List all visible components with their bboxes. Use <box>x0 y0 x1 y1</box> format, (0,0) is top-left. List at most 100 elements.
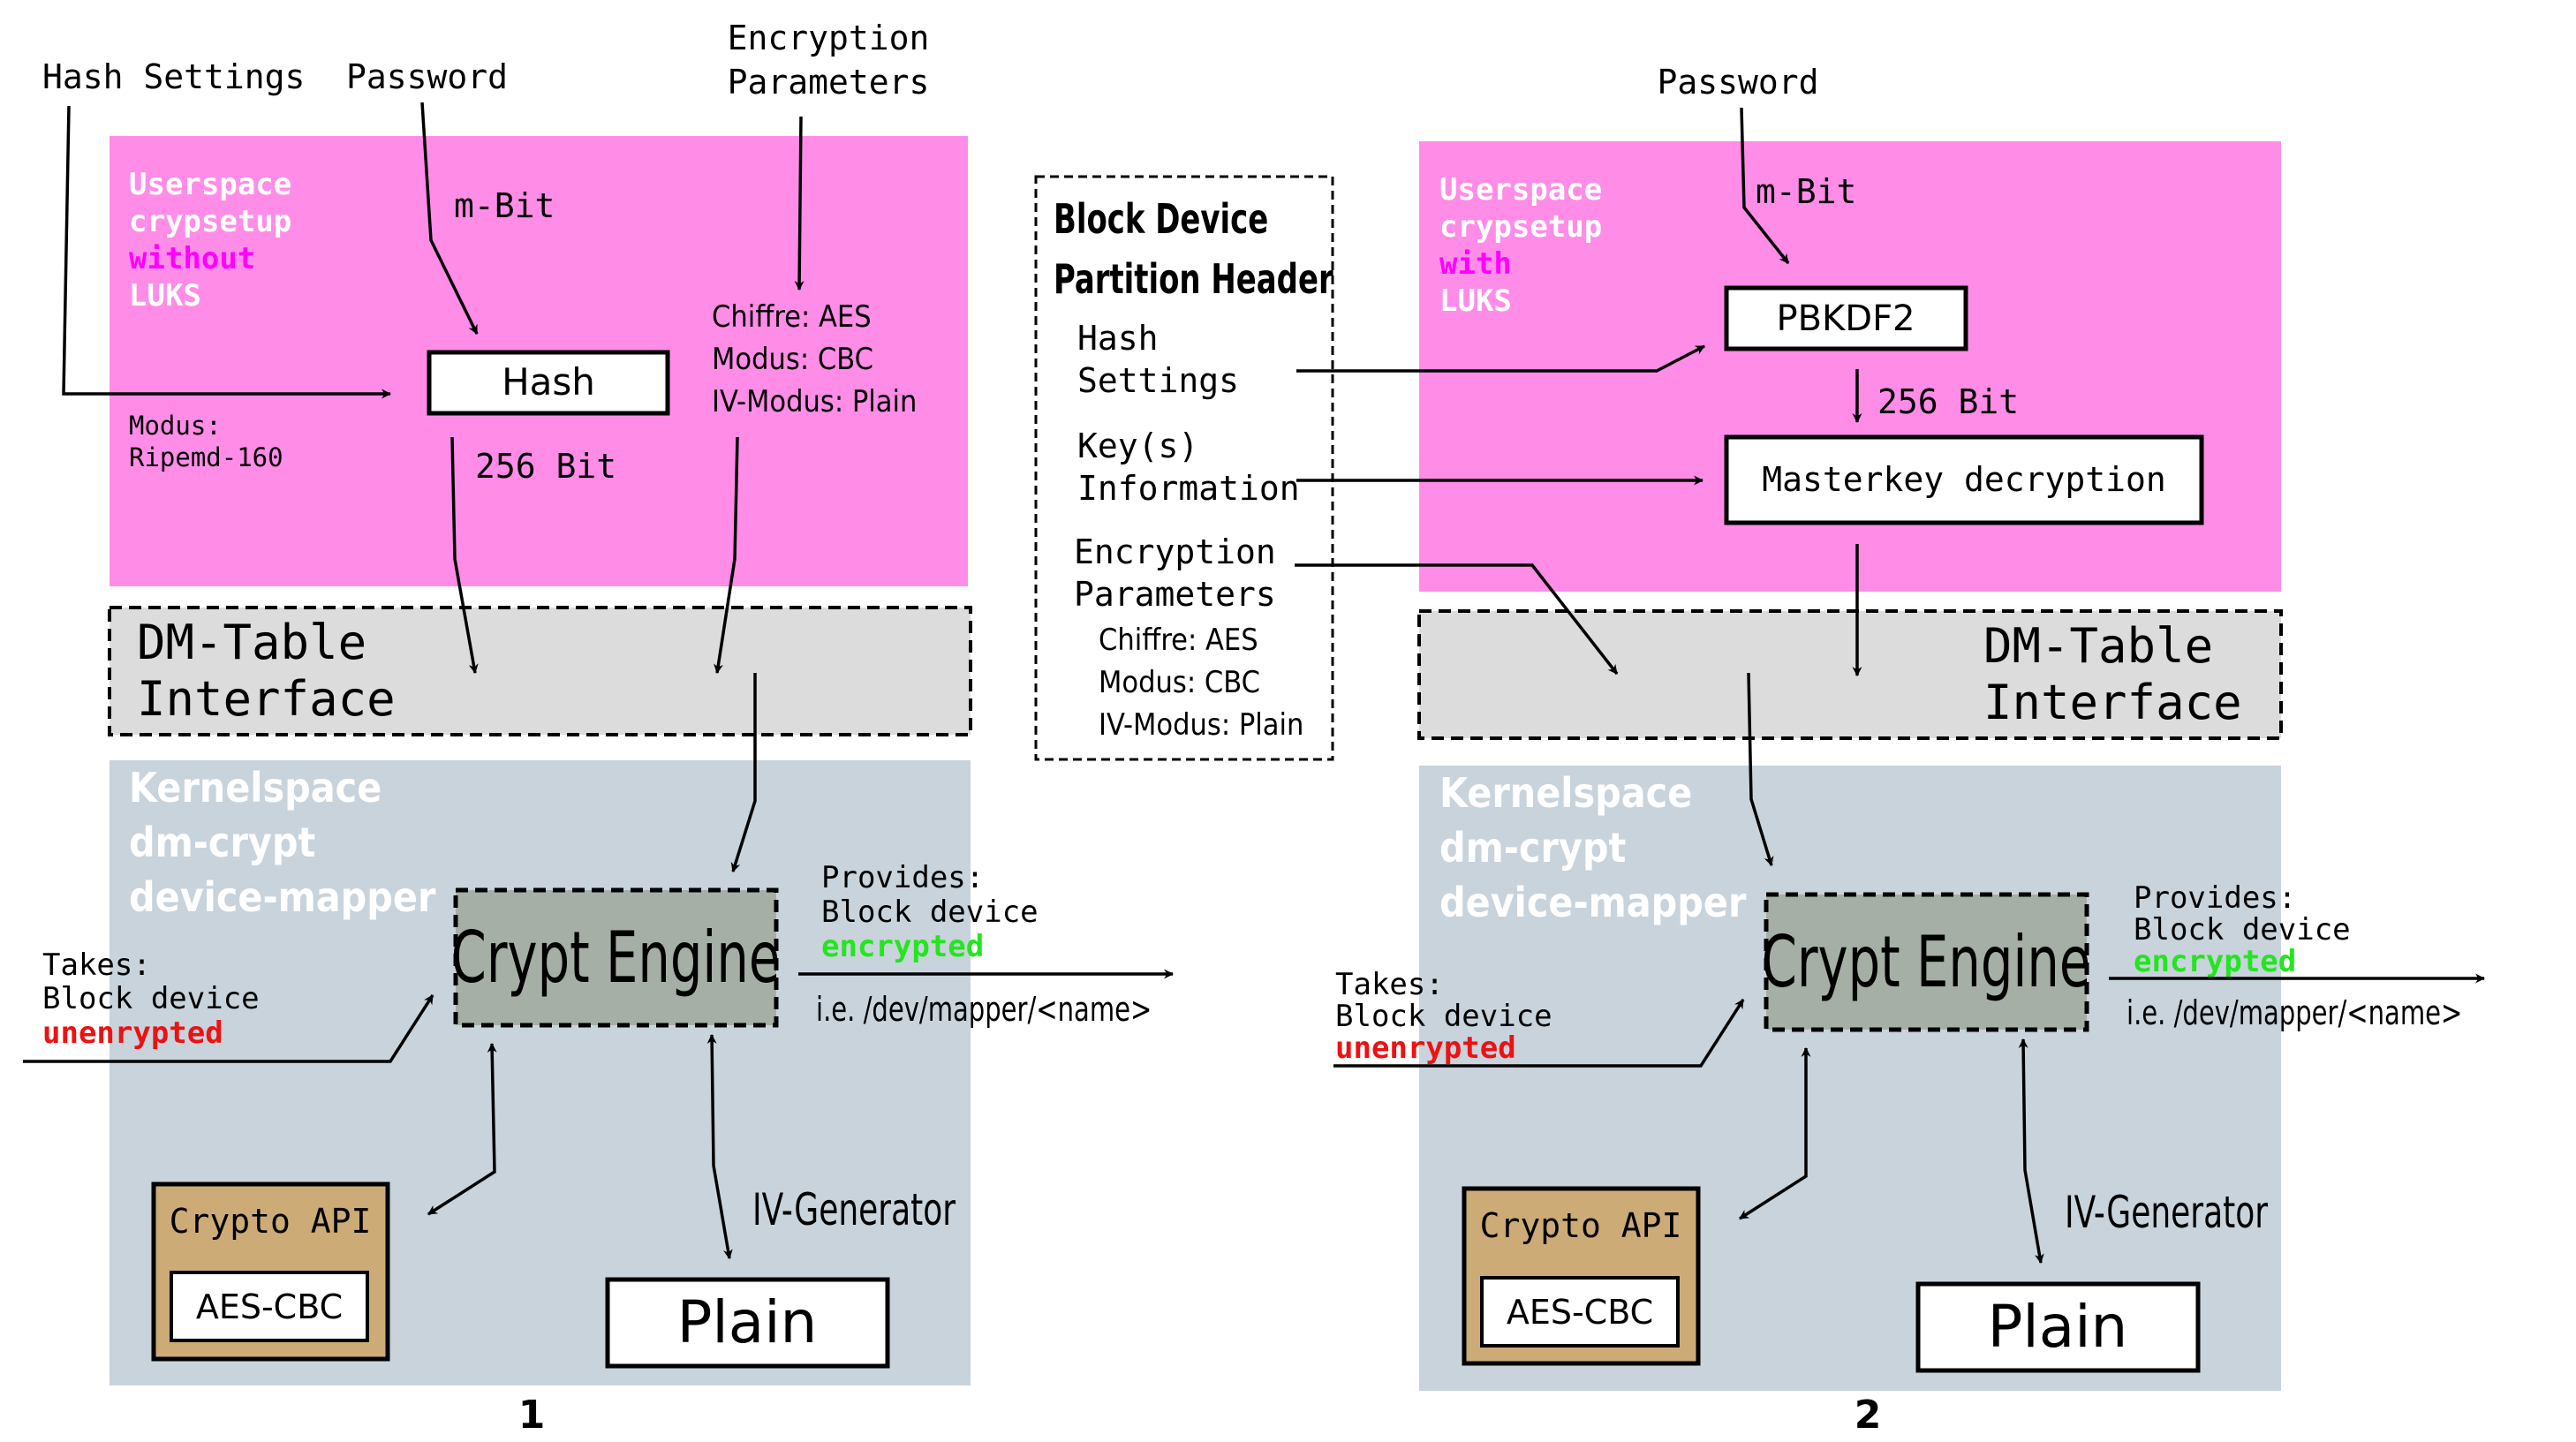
modus-cbc-label: Modus: CBC <box>712 342 873 377</box>
iv-modus-label: IV-Modus: Plain <box>712 384 917 419</box>
arrow-in-to-engine <box>23 994 434 1063</box>
aes-cbc-box <box>170 1271 369 1342</box>
device-path-label: i.e. /dev/mapper/<name> <box>816 991 1152 1030</box>
arrow-hash-settings-to-hash <box>62 105 392 399</box>
arrow-params-down <box>794 116 805 291</box>
plain-box-2 <box>1915 1281 2201 1373</box>
dm-table-region <box>108 606 972 736</box>
bit256-label: 256 Bit <box>475 447 616 486</box>
m-bit-label: m-Bit <box>454 186 555 225</box>
takes-label-1: Takes: <box>42 947 151 983</box>
takes-label-2-2: Block device <box>1335 999 1552 1034</box>
hash-box-label: Hash <box>502 360 595 404</box>
plain-label-2: Plain <box>1988 1293 2128 1361</box>
key-info-label-2: Information <box>1077 469 1300 508</box>
encryption-parameters-label-1: Encryption <box>728 19 930 57</box>
modus-label: Modus: <box>129 411 222 441</box>
provides-label-2-2: Block device <box>2134 912 2351 947</box>
arrow-in-to-engine-2 <box>1333 999 1745 1068</box>
kernelspace-heading-2: dm-crypt <box>129 819 315 866</box>
plain-label: Plain <box>677 1288 818 1356</box>
enc-params-label-2: Parameters <box>1074 575 1276 614</box>
arrow-encparams-to-dm <box>1295 563 1619 676</box>
kernelspace-heading-2-3: device-mapper <box>1439 879 1747 926</box>
encryption-parameters-label-2: Parameters <box>728 63 930 102</box>
enc-params-label-1: Encryption <box>1074 532 1276 571</box>
crypt-engine-label: Crypt Engine <box>451 917 781 1000</box>
partition-header-title-1: Block Device <box>1054 195 1268 243</box>
partition-header-title-2: Partition Header <box>1054 255 1333 303</box>
password-label: Password <box>346 57 508 96</box>
chiffre-label: Chiffre: AES <box>712 299 872 335</box>
userspace-heading-1: Userspace <box>129 167 291 202</box>
provides-label-1: Provides: <box>821 860 984 895</box>
right-arrows <box>1295 107 2486 1265</box>
iv-generator-label: IV-Generator <box>752 1184 956 1236</box>
arrow-256bit-to-dm <box>450 436 479 675</box>
dm-table-title-1: DM-Table <box>137 615 366 670</box>
arrow-engine-plain-2 <box>2018 1038 2044 1265</box>
provides-label-2: Block device <box>821 895 1039 930</box>
crypto-api-label-2: Crypto API <box>1480 1206 1682 1245</box>
kernelspace-heading-2-1: Kernelspace <box>1439 769 1692 817</box>
key-info-label-1: Key(s) <box>1077 427 1198 465</box>
userspace-heading-4: LUKS <box>129 278 201 313</box>
takes-label-2-3: unenrypted <box>1335 1031 1516 1066</box>
mid-iv-modus-label: IV-Modus: Plain <box>1099 707 1303 743</box>
left-arrows <box>23 102 1175 1260</box>
userspace-heading-2-3: with <box>1439 246 1512 282</box>
device-path-label-2: i.e. /dev/mapper/<name> <box>2127 994 2462 1033</box>
plain-box <box>605 1277 890 1369</box>
userspace-heading-2: crypsetup <box>129 204 291 239</box>
diagram-number-2: 2 <box>1855 1393 1882 1438</box>
dm-table-title-2-2: Interface <box>1983 675 2242 730</box>
hash-settings-label: Hash Settings <box>42 57 305 96</box>
takes-label-2: Block device <box>42 981 260 1016</box>
arrow-dm-to-engine <box>730 673 757 873</box>
mid-chiffre-label: Chiffre: AES <box>1099 623 1258 658</box>
arrow-dm-to-engine-2 <box>1747 672 1774 867</box>
hash-box <box>427 350 670 416</box>
diagram-without-luks: Hash Settings Password Encryption Parame… <box>23 19 1175 1438</box>
userspace-heading-3: without <box>129 241 255 276</box>
arrow-engine-crypto-api <box>427 1042 497 1216</box>
iv-generator-label-2: IV-Generator <box>2065 1187 2268 1239</box>
pbkdf2-box <box>1724 285 1968 351</box>
hash-settings-label-2: Settings <box>1077 361 1239 400</box>
aes-cbc-label: AES-CBC <box>196 1287 343 1326</box>
masterkey-box <box>1724 434 2204 525</box>
diagram-number: 1 <box>518 1393 546 1438</box>
provides-label-2-3: encrypted <box>2134 944 2296 979</box>
masterkey-label: Masterkey decryption <box>1762 460 2166 499</box>
takes-label-3: unenrypted <box>42 1015 223 1051</box>
dm-table-title-2-1: DM-Table <box>1983 618 2213 674</box>
hash-settings-label-1: Hash <box>1077 319 1159 358</box>
aes-cbc-box-2 <box>1480 1276 1680 1348</box>
takes-label-2-1: Takes: <box>1335 967 1444 1002</box>
partition-header-box <box>1034 175 1334 761</box>
dm-table-title-2: Interface <box>137 671 396 727</box>
kernelspace-heading-3: device-mapper <box>129 873 436 921</box>
arrow-hash-settings-to-pbkdf2 <box>1296 344 1705 373</box>
password-label-2: Password <box>1657 63 1818 102</box>
diagram-with-luks: Password Userspace crypsetup with LUKS m… <box>1295 63 2486 1438</box>
partition-header: Block Device Partition Header Hash Setti… <box>1034 175 1334 761</box>
provides-label-2-1: Provides: <box>2134 880 2296 916</box>
kernelspace-heading-2-2: dm-crypt <box>1439 824 1626 872</box>
provides-label-3: encrypted <box>821 929 984 964</box>
bit256-label-2: 256 Bit <box>1877 382 2019 421</box>
aes-cbc-label-2: AES-CBC <box>1507 1293 1653 1332</box>
crypt-engine-box-2 <box>1764 892 2089 1032</box>
modus-value: Ripemd-160 <box>129 442 283 472</box>
dm-table-region-2 <box>1417 609 2283 740</box>
userspace-heading-2-1: Userspace <box>1439 172 1602 208</box>
crypt-engine-box <box>453 887 779 1028</box>
arrow-engine-plain <box>706 1033 733 1260</box>
arrow-password-to-hash <box>420 102 479 335</box>
m-bit-label-2: m-Bit <box>1756 172 1856 211</box>
mid-modus-label: Modus: CBC <box>1099 665 1260 700</box>
arrow-engine-crypto-api-2 <box>1739 1046 1811 1220</box>
crypto-api-label: Crypto API <box>170 1202 372 1241</box>
